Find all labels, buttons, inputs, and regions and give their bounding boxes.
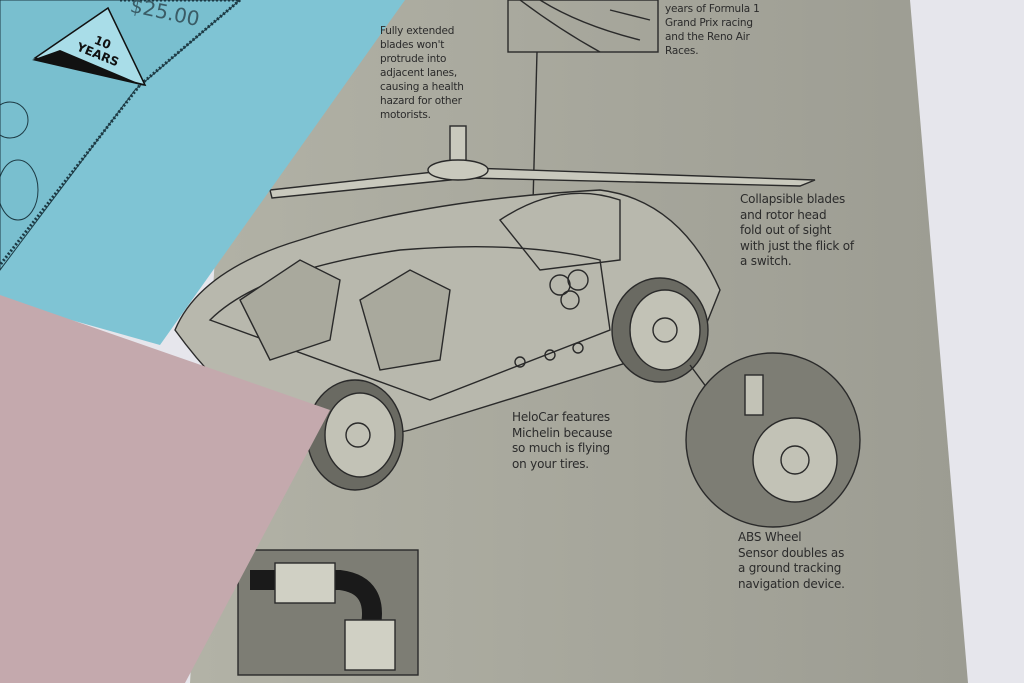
caption-racing: years of Formula 1 Grand Prix racing and… (665, 3, 760, 57)
caption-michelin: HeloCar features Michelin because so muc… (512, 410, 613, 471)
caption-collapsible-blades: Collapsible blades and rotor head fold o… (740, 192, 854, 268)
caption-abs-wheel: ABS Wheel Sensor doubles as a ground tra… (738, 530, 845, 591)
caption-blades-extended: Fully extended blades won't protrude int… (380, 25, 464, 121)
engine-inset (507, 0, 659, 53)
